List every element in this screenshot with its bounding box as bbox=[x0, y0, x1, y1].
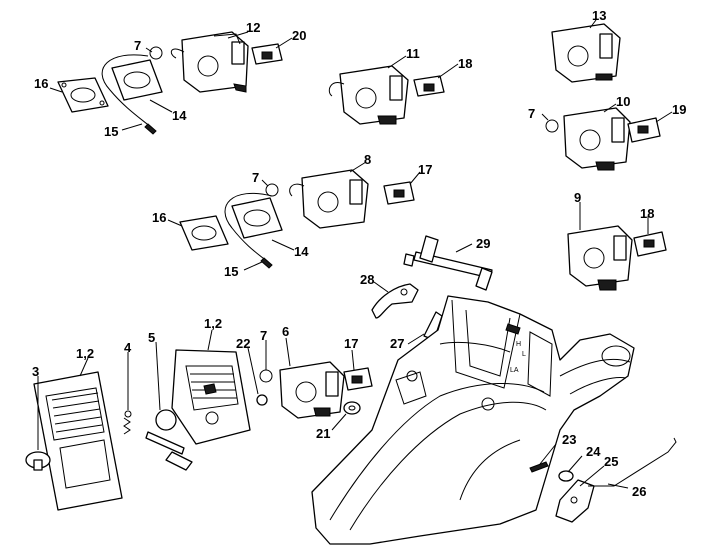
carburetor-9 bbox=[567, 225, 633, 291]
callout-1-2: 1,2 bbox=[204, 316, 222, 331]
sleeve-21 bbox=[343, 401, 361, 415]
rear-handle-housing: H L LA bbox=[311, 295, 635, 545]
choke-5 bbox=[145, 409, 193, 471]
leader-lines bbox=[37, 19, 673, 489]
gasket-16a bbox=[57, 77, 109, 113]
callout-24: 24 bbox=[586, 444, 601, 459]
cable-15a bbox=[101, 54, 157, 135]
callout-17: 17 bbox=[344, 336, 358, 351]
callout-16: 16 bbox=[34, 76, 48, 91]
callout-9: 9 bbox=[574, 190, 581, 205]
carburetor-13 bbox=[551, 23, 621, 83]
cover-18a bbox=[413, 75, 445, 97]
o-ring-7b bbox=[545, 119, 559, 133]
callout-7: 7 bbox=[134, 38, 141, 53]
shaft-29 bbox=[403, 235, 493, 291]
carburetor-11 bbox=[328, 65, 409, 125]
rod-26 bbox=[588, 437, 677, 487]
callout-7: 7 bbox=[528, 106, 535, 121]
callout-18: 18 bbox=[458, 56, 472, 71]
callout-23: 23 bbox=[562, 432, 576, 447]
spring-4 bbox=[123, 410, 132, 435]
cover-18b bbox=[633, 231, 667, 257]
callout-28: 28 bbox=[360, 272, 374, 287]
plug-22 bbox=[256, 394, 268, 406]
o-ring-7a bbox=[149, 46, 163, 60]
spacer-14b bbox=[231, 197, 283, 239]
pin-23 bbox=[529, 461, 549, 473]
callout-7: 7 bbox=[252, 170, 259, 185]
callout-8: 8 bbox=[364, 152, 371, 167]
o-ring-7d bbox=[259, 369, 273, 383]
callout-21: 21 bbox=[316, 426, 330, 441]
callout-19: 19 bbox=[672, 102, 686, 117]
gasket-16b bbox=[179, 215, 229, 251]
callout-26: 26 bbox=[632, 484, 646, 499]
callout-16: 16 bbox=[152, 210, 166, 225]
cover-17b bbox=[343, 367, 373, 391]
cover-17a bbox=[383, 181, 415, 205]
callout-10: 10 bbox=[616, 94, 630, 109]
lever-25 bbox=[555, 479, 595, 523]
marking-h: H bbox=[516, 341, 521, 348]
knob-3 bbox=[25, 451, 51, 471]
callout-5: 5 bbox=[148, 330, 155, 345]
callout-14: 14 bbox=[294, 244, 309, 259]
marking-l: L bbox=[522, 351, 526, 358]
lever-28 bbox=[371, 283, 419, 319]
callout-6: 6 bbox=[282, 324, 289, 339]
cover-19 bbox=[627, 117, 661, 143]
callout-17: 17 bbox=[418, 162, 432, 177]
carburetor-6 bbox=[279, 361, 345, 419]
callout-25: 25 bbox=[604, 454, 618, 469]
carburetor-8 bbox=[289, 169, 369, 229]
air-filter-1-2-left bbox=[33, 371, 123, 511]
callout-14: 14 bbox=[172, 108, 187, 123]
spacer-14a bbox=[111, 59, 163, 101]
cable-15b bbox=[224, 192, 273, 269]
carburetor-12 bbox=[170, 31, 249, 93]
callout-13: 13 bbox=[592, 8, 606, 23]
callout-3: 3 bbox=[32, 364, 39, 379]
callout-7: 7 bbox=[260, 328, 267, 343]
marking-la: LA bbox=[510, 367, 519, 374]
callout-15: 15 bbox=[224, 264, 238, 279]
callout-11: 11 bbox=[406, 46, 420, 61]
callout-22: 22 bbox=[236, 336, 250, 351]
callout-12: 12 bbox=[246, 20, 260, 35]
cover-20 bbox=[251, 43, 283, 65]
callout-4: 4 bbox=[124, 340, 132, 355]
callout-29: 29 bbox=[476, 236, 490, 251]
air-filter-1-2-right bbox=[171, 349, 251, 445]
washer-24 bbox=[558, 470, 574, 482]
callout-18: 18 bbox=[640, 206, 654, 221]
callout-numbers: 12 20 7 16 14 15 11 18 13 7 10 19 7 8 17… bbox=[32, 8, 686, 499]
carburetor-10 bbox=[563, 107, 631, 171]
callout-1-2: 1,2 bbox=[76, 346, 94, 361]
callout-15: 15 bbox=[104, 124, 118, 139]
callout-27: 27 bbox=[390, 336, 404, 351]
callout-20: 20 bbox=[292, 28, 306, 43]
